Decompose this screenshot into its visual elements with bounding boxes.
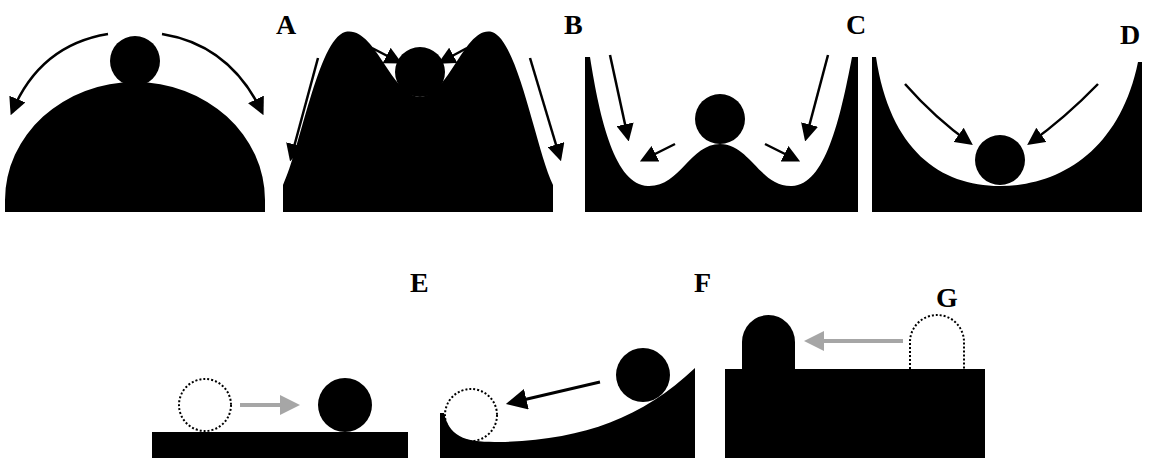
block — [742, 315, 795, 370]
hill-surface — [283, 32, 553, 212]
panel-double-well — [585, 55, 858, 212]
panel-letter: G — [936, 283, 958, 313]
motion-arrow — [162, 34, 262, 112]
motion-arrow — [291, 58, 318, 158]
ghost-ball — [179, 379, 231, 431]
ball — [695, 94, 745, 144]
motion-arrow — [530, 58, 560, 158]
panel-slope — [440, 348, 695, 458]
panel-letter: D — [1120, 20, 1140, 50]
ball — [975, 135, 1025, 185]
panel-friction — [725, 315, 985, 458]
ghost-block — [910, 315, 964, 369]
motion-arrow — [510, 382, 600, 403]
motion-arrow — [643, 144, 675, 160]
panel-neutral — [152, 378, 408, 458]
ball — [616, 348, 670, 402]
bowl-surface — [872, 57, 1142, 212]
motion-arrow — [905, 84, 970, 143]
ball — [395, 47, 445, 97]
platform — [725, 369, 985, 458]
panel-stable — [872, 57, 1142, 212]
motion-arrow — [610, 55, 628, 138]
dome-surface — [5, 82, 265, 212]
motion-arrow — [240, 403, 296, 407]
panel-letter: C — [846, 10, 866, 40]
motion-arrow — [765, 144, 797, 160]
panel-letter: B — [564, 10, 583, 40]
motion-arrow — [806, 55, 828, 138]
motion-arrow — [441, 48, 467, 62]
panel-unstable — [5, 34, 265, 212]
ball — [318, 378, 372, 432]
ball — [110, 36, 160, 86]
flat-surface — [152, 432, 408, 458]
motion-arrow — [808, 339, 903, 343]
motion-arrow — [12, 34, 108, 112]
panel-letter: E — [410, 268, 429, 298]
panel-letter: F — [694, 268, 711, 298]
double-well-surface — [585, 57, 858, 212]
ghost-ball — [445, 389, 497, 441]
panel-metastable — [283, 32, 560, 212]
motion-arrow — [372, 48, 399, 62]
motion-arrow — [1030, 84, 1098, 143]
panel-letter: A — [276, 10, 296, 40]
